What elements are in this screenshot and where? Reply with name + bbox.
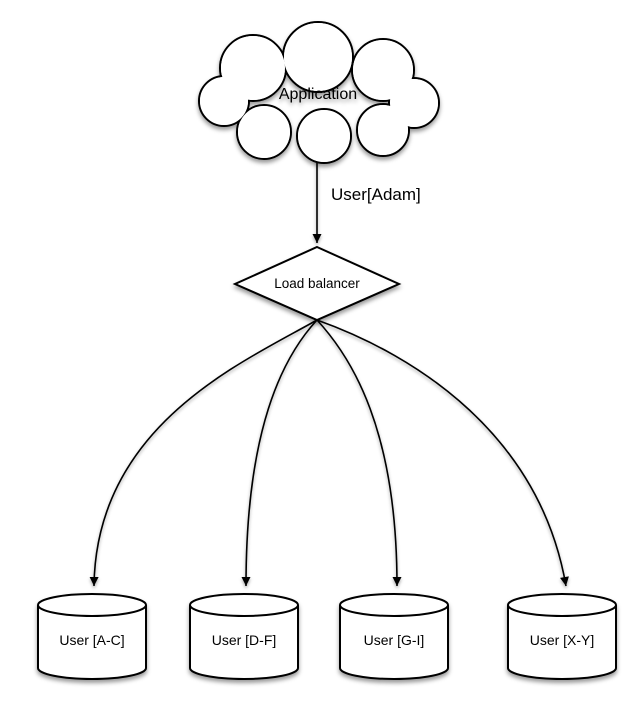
node-shard-ac-label: User [A-C] xyxy=(59,632,124,648)
edges-layer xyxy=(89,157,569,587)
node-shard-ac: User [A-C] xyxy=(37,593,147,680)
node-shard-xy-label: User [X-Y] xyxy=(530,632,595,648)
node-shard-xy: User [X-Y] xyxy=(507,593,617,680)
edge-lb-to-shard-df xyxy=(241,319,318,587)
node-load-balancer-label: Load balancer xyxy=(274,276,360,291)
edge-lb-to-shard-xy xyxy=(316,319,569,587)
edge-lb-to-shard-ac xyxy=(89,319,318,587)
node-shard-gi: User [G-I] xyxy=(339,593,449,680)
edge-lb-to-shard-gi xyxy=(316,319,402,587)
node-shard-df: User [D-F] xyxy=(189,593,299,680)
node-shard-df-label: User [D-F] xyxy=(212,632,277,648)
node-shard-gi-label: User [G-I] xyxy=(364,632,425,648)
node-application-label: Application xyxy=(279,86,357,103)
edge-app-to-lb-label: User[Adam] xyxy=(331,185,421,204)
node-load-balancer: Load balancer xyxy=(232,245,402,322)
node-application: Application xyxy=(198,21,440,164)
